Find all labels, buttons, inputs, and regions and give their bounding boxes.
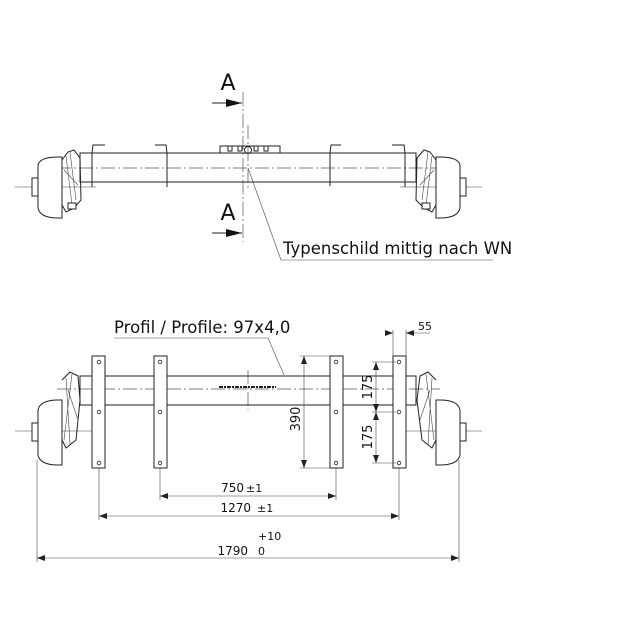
profile-leader xyxy=(114,337,285,376)
dim-1790-label: 1790 xyxy=(217,544,248,558)
dim-750-tolerance: ±1 xyxy=(246,482,262,495)
top-view: A A xyxy=(15,71,512,261)
profile-label: Profil / Profile: 97x4,0 xyxy=(114,318,290,337)
dim-55-label: 55 xyxy=(418,320,432,333)
type-plate xyxy=(219,145,281,153)
bottom-view: Profil / Profile: 97x4,0 55 175 175 390 xyxy=(15,318,482,562)
dim-1270-label: 1270 xyxy=(220,501,251,515)
dim-1270-tolerance: ±1 xyxy=(257,502,273,515)
dim-390-label: 390 xyxy=(289,407,304,432)
right-brake-drum xyxy=(416,371,467,466)
dim-1790: 1790 +10 0 xyxy=(36,460,460,562)
bracket xyxy=(155,144,168,187)
right-brake-drum xyxy=(415,149,467,219)
dim-55: 55 xyxy=(385,320,432,356)
dim-750: 750 ±1 xyxy=(159,468,337,500)
bracket xyxy=(91,144,105,187)
bracket xyxy=(392,144,406,187)
dim-390: 390 xyxy=(289,355,330,469)
leader-line xyxy=(247,167,493,261)
dim-750-label: 750 xyxy=(221,481,244,495)
section-label-top: A xyxy=(220,71,235,96)
bracket xyxy=(329,144,341,186)
type-plate-note: Typenschild mittig nach WN xyxy=(282,239,512,258)
section-label-bottom: A xyxy=(220,201,235,226)
dim-1790-tol-upper: +10 xyxy=(258,530,281,543)
mounting-plates xyxy=(91,355,407,469)
dim-175-upper-label: 175 xyxy=(361,375,376,400)
left-brake-drum xyxy=(31,371,81,466)
dim-175-lower-label: 175 xyxy=(361,425,376,450)
dim-1270: 1270 ±1 xyxy=(98,468,400,520)
dim-175: 175 175 xyxy=(361,361,396,464)
left-brake-drum xyxy=(31,149,82,219)
axle-tube xyxy=(79,375,417,406)
dim-1790-tol-lower: 0 xyxy=(258,545,265,558)
